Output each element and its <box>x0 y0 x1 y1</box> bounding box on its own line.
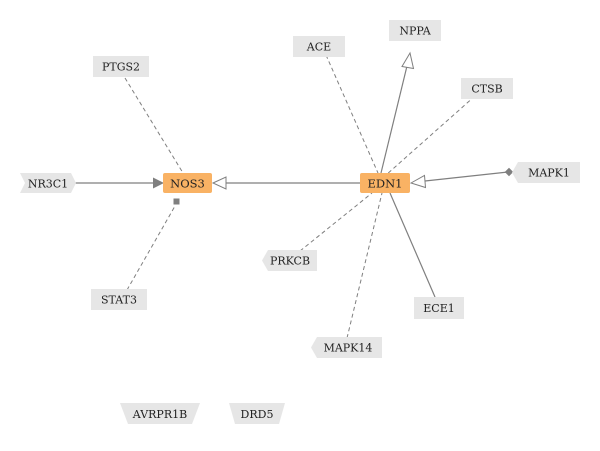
edge-ece1-edn1 <box>389 192 436 298</box>
node-drd5-label: DRD5 <box>241 408 274 421</box>
node-drd5[interactable]: DRD5 <box>229 403 285 424</box>
node-mapk14[interactable]: MAPK14 <box>311 337 382 358</box>
node-avrpr1b-label: AVRPR1B <box>132 408 187 421</box>
node-stat3-label: STAT3 <box>101 294 137 307</box>
node-nos3[interactable]: NOS3 <box>163 173 212 193</box>
node-mapk1[interactable]: MAPK1 <box>512 162 580 183</box>
node-nppa-label: NPPA <box>399 25 431 38</box>
edge-mapk14-edn1 <box>346 192 383 339</box>
arrowhead-open-icon <box>211 176 227 190</box>
node-ece1-label: ECE1 <box>423 302 454 315</box>
node-nos3-label: NOS3 <box>170 177 205 191</box>
edge-ptgs2-nos3 <box>124 77 184 174</box>
node-ptgs2[interactable]: PTGS2 <box>93 56 149 77</box>
node-ece1[interactable]: ECE1 <box>414 297 464 319</box>
edge-edn1-nppa <box>380 65 408 174</box>
edge-prkcb-edn1 <box>299 192 373 252</box>
node-ptgs2-label: PTGS2 <box>102 61 140 74</box>
arrowhead-filled-icon <box>153 177 164 189</box>
arrowhead-open-icon <box>409 174 427 189</box>
edge-stat3-nos3 <box>126 205 176 291</box>
node-nr3c1-label: NR3C1 <box>28 178 68 191</box>
node-stat3[interactable]: STAT3 <box>91 289 147 310</box>
node-ace-label: ACE <box>306 41 331 54</box>
node-avrpr1b[interactable]: AVRPR1B <box>120 403 200 424</box>
node-edn1[interactable]: EDN1 <box>360 173 410 193</box>
node-nr3c1[interactable]: NR3C1 <box>20 173 76 193</box>
node-mapk14-label: MAPK14 <box>324 342 373 355</box>
nodes: NOS3 EDN1 PTGS2 NR3C1 STAT3 ACE <box>20 20 580 424</box>
node-prkcb-label: PRKCB <box>270 255 310 268</box>
node-mapk1-label: MAPK1 <box>528 167 570 180</box>
node-ctsb-label: CTSB <box>471 83 502 96</box>
edges <box>70 51 514 339</box>
edge-ace-edn1 <box>325 54 379 174</box>
node-prkcb[interactable]: PRKCB <box>262 250 317 271</box>
node-edn1-label: EDN1 <box>368 177 403 191</box>
diamond-end-icon <box>173 198 180 205</box>
edge-mapk1-edn1 <box>424 171 509 182</box>
node-nppa[interactable]: NPPA <box>389 20 441 41</box>
arrowhead-open-icon <box>401 51 415 70</box>
node-ace[interactable]: ACE <box>293 36 345 57</box>
node-ctsb[interactable]: CTSB <box>461 78 513 99</box>
diamond-end-icon <box>504 167 514 177</box>
edge-ctsb-edn1 <box>385 95 476 176</box>
